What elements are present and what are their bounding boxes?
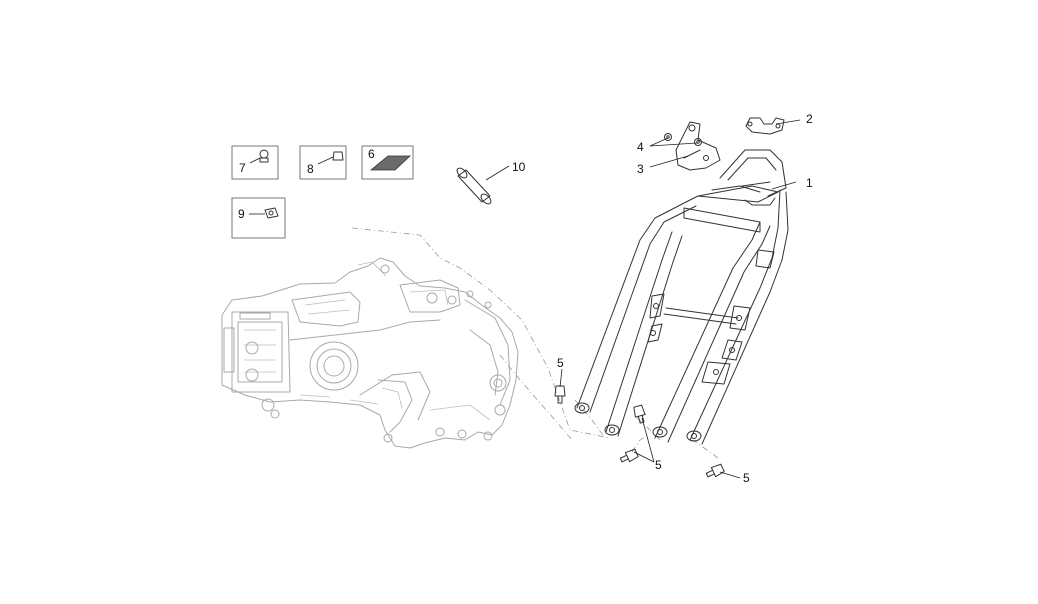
sleeve-drawing — [456, 167, 492, 205]
rear-subframe-drawing — [574, 149, 789, 445]
callout-5-right: 5 — [743, 471, 750, 485]
callout-2: 2 — [806, 112, 813, 126]
part-box-6 — [361, 145, 414, 180]
part-box-8 — [299, 145, 347, 180]
callout-9: 9 — [238, 207, 245, 221]
callout-4: 4 — [637, 140, 644, 154]
bolt-drawing — [554, 385, 725, 478]
callout-3: 3 — [637, 162, 644, 176]
callout-8: 8 — [307, 162, 314, 176]
leader-lines — [485, 119, 801, 479]
callout-1: 1 — [806, 176, 813, 190]
bracket-drawing — [675, 121, 721, 171]
main-frame-drawing — [221, 257, 519, 449]
callout-7: 7 — [239, 161, 246, 175]
callout-10: 10 — [512, 160, 526, 174]
callout-5-top: 5 — [557, 356, 564, 370]
callout-6: 6 — [368, 147, 375, 161]
part-box-7 — [231, 145, 279, 180]
callout-labels: 1 2 3 4 5 5 5 6 7 8 9 10 — [238, 112, 813, 485]
part-box-9 — [231, 197, 286, 239]
alignment-lines — [351, 227, 719, 459]
callout-5-middle: 5 — [655, 458, 662, 472]
clamp-drawing — [745, 117, 785, 135]
